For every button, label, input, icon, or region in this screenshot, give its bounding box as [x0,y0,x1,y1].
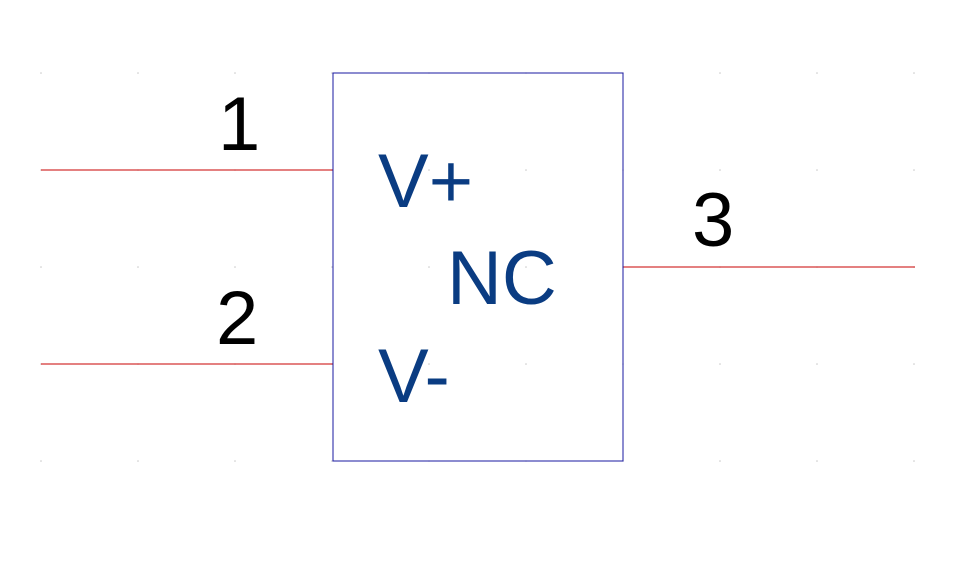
grid-dot [913,460,915,462]
grid-dot [525,266,527,268]
grid-dot [331,266,333,268]
grid-dot [331,72,333,74]
pin-3-name: NC [447,236,557,321]
grid-dots [40,72,915,462]
grid-dot [719,460,721,462]
grid-dot [428,266,430,268]
grid-dot [331,460,333,462]
grid-dot [719,72,721,74]
grid-dot [137,72,139,74]
grid-dot [428,169,430,171]
grid-dot [913,363,915,365]
grid-dot [137,266,139,268]
grid-dot [913,72,915,74]
pin-3-number: 3 [692,178,734,263]
grid-dot [816,460,818,462]
grid-dot [428,363,430,365]
grid-dot [40,460,42,462]
grid-dot [234,72,236,74]
component-body[interactable] [332,72,624,462]
grid-dot [816,169,818,171]
pin-1-number: 1 [218,82,260,167]
grid-dot [719,363,721,365]
grid-dot [234,460,236,462]
grid-dot [40,266,42,268]
grid-dot [234,266,236,268]
pin-1-name: V+ [378,139,473,224]
grid-dot [816,363,818,365]
grid-dot [137,460,139,462]
grid-dot [525,363,527,365]
grid-dot [719,169,721,171]
grid-dot [40,72,42,74]
pin-2-name: V- [378,334,450,419]
grid-dot [525,169,527,171]
grid-dot [913,169,915,171]
grid-dot [816,72,818,74]
pin-2-number: 2 [216,276,258,361]
